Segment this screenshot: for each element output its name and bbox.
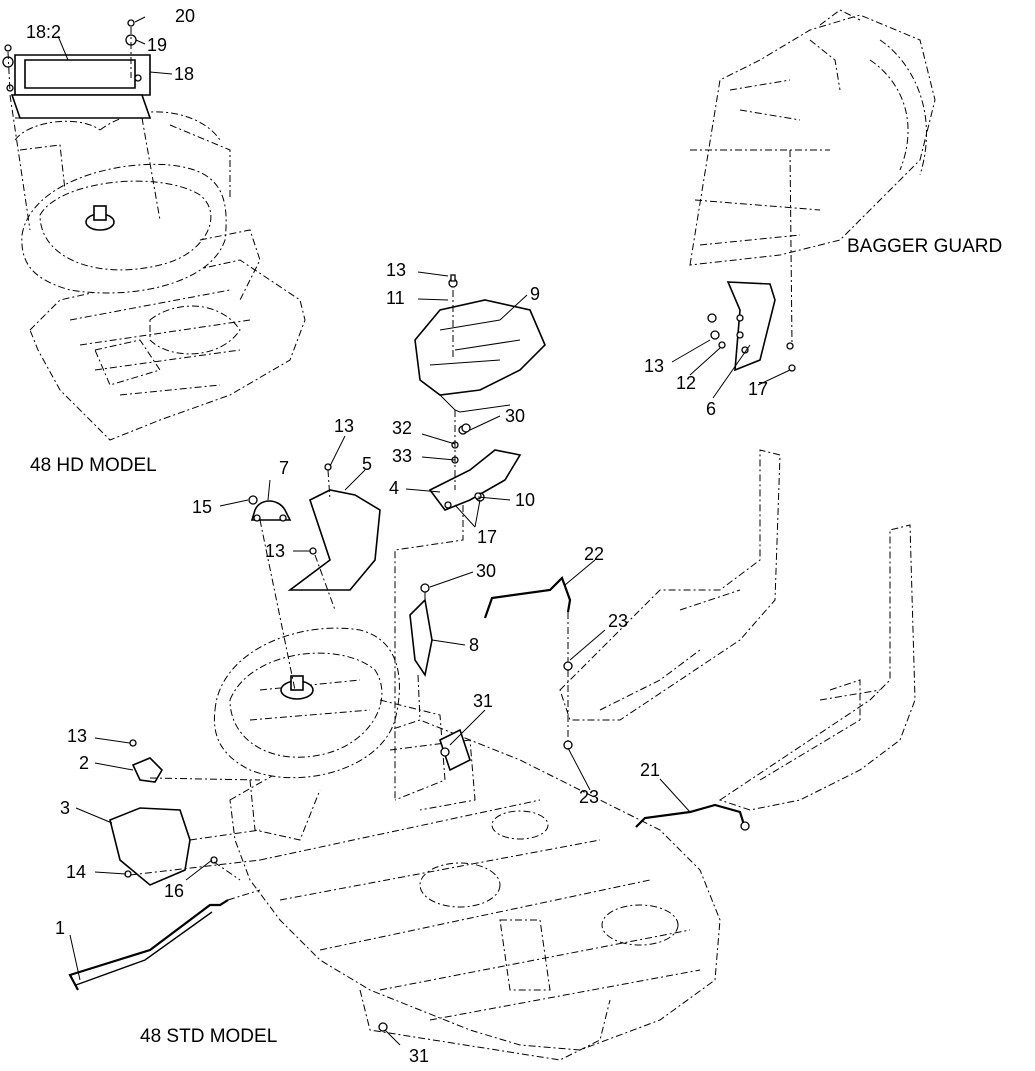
part-31-mount bbox=[439, 728, 471, 772]
callout-12: 12 bbox=[676, 373, 696, 393]
callout-22: 22 bbox=[584, 544, 604, 564]
hd-model-assembly bbox=[2, 19, 306, 441]
callout-18-2: 18:2 bbox=[26, 22, 61, 42]
bagger-guard-assembly bbox=[689, 9, 936, 372]
callout-17-mid: 17 bbox=[477, 527, 497, 547]
callout-14: 14 bbox=[66, 862, 86, 882]
callout-5: 5 bbox=[362, 454, 372, 474]
callout-4: 4 bbox=[389, 478, 399, 498]
callout-23-bottom: 23 bbox=[579, 787, 599, 807]
callout-3: 3 bbox=[60, 798, 70, 818]
callout-10: 10 bbox=[515, 490, 535, 510]
callout-19: 19 bbox=[147, 35, 167, 55]
part-8-strip bbox=[409, 598, 433, 678]
std-model-deck bbox=[213, 627, 721, 1061]
callout-11: 11 bbox=[386, 288, 405, 308]
callout-13-bagger: 13 bbox=[644, 356, 664, 376]
callout-8: 8 bbox=[469, 635, 479, 655]
part-2-guard bbox=[131, 757, 164, 783]
callout-13-low: 13 bbox=[67, 726, 87, 746]
callout-16: 16 bbox=[164, 881, 184, 901]
callout-32: 32 bbox=[392, 418, 412, 438]
callout-31-mid: 31 bbox=[473, 691, 493, 711]
callout-31-bottom: 31 bbox=[409, 1046, 429, 1066]
callout-33: 33 bbox=[392, 446, 412, 466]
callout-30-top: 30 bbox=[505, 406, 525, 426]
frame-rails bbox=[559, 449, 916, 811]
part-22-rod bbox=[483, 576, 572, 619]
callout-30-mid: 30 bbox=[476, 561, 496, 581]
callout-13-mid: 13 bbox=[334, 416, 354, 436]
std-model-caption: 48 STD MODEL bbox=[140, 1026, 277, 1047]
callout-13-top: 13 bbox=[386, 260, 406, 280]
part-5-flap bbox=[287, 489, 381, 591]
callout-20: 20 bbox=[175, 6, 195, 26]
callout-1: 1 bbox=[55, 918, 65, 938]
callout-leaders bbox=[57, 16, 791, 1046]
bagger-guard-caption: BAGGER GUARD bbox=[847, 236, 1002, 257]
part-9-deflector bbox=[414, 299, 546, 396]
callout-9: 9 bbox=[530, 284, 540, 304]
callout-7: 7 bbox=[279, 458, 289, 478]
callout-21: 21 bbox=[640, 760, 660, 780]
hd-model-caption: 48 HD MODEL bbox=[30, 455, 157, 476]
callout-13-left: 13 bbox=[265, 541, 285, 561]
part-3-guard bbox=[109, 807, 191, 886]
part-7-cover bbox=[250, 500, 292, 521]
callout-labels: 20 18:2 19 18 13 11 9 13 12 6 17 32 30 3… bbox=[26, 6, 768, 1066]
callout-18: 18 bbox=[174, 64, 194, 84]
callout-2: 2 bbox=[79, 753, 89, 773]
part-21-rod bbox=[635, 803, 747, 829]
part-1-bar bbox=[68, 899, 229, 991]
callout-6: 6 bbox=[706, 399, 716, 419]
callout-15: 15 bbox=[192, 497, 212, 517]
callout-17-bagger: 17 bbox=[748, 379, 768, 399]
callout-23-top: 23 bbox=[608, 611, 628, 631]
